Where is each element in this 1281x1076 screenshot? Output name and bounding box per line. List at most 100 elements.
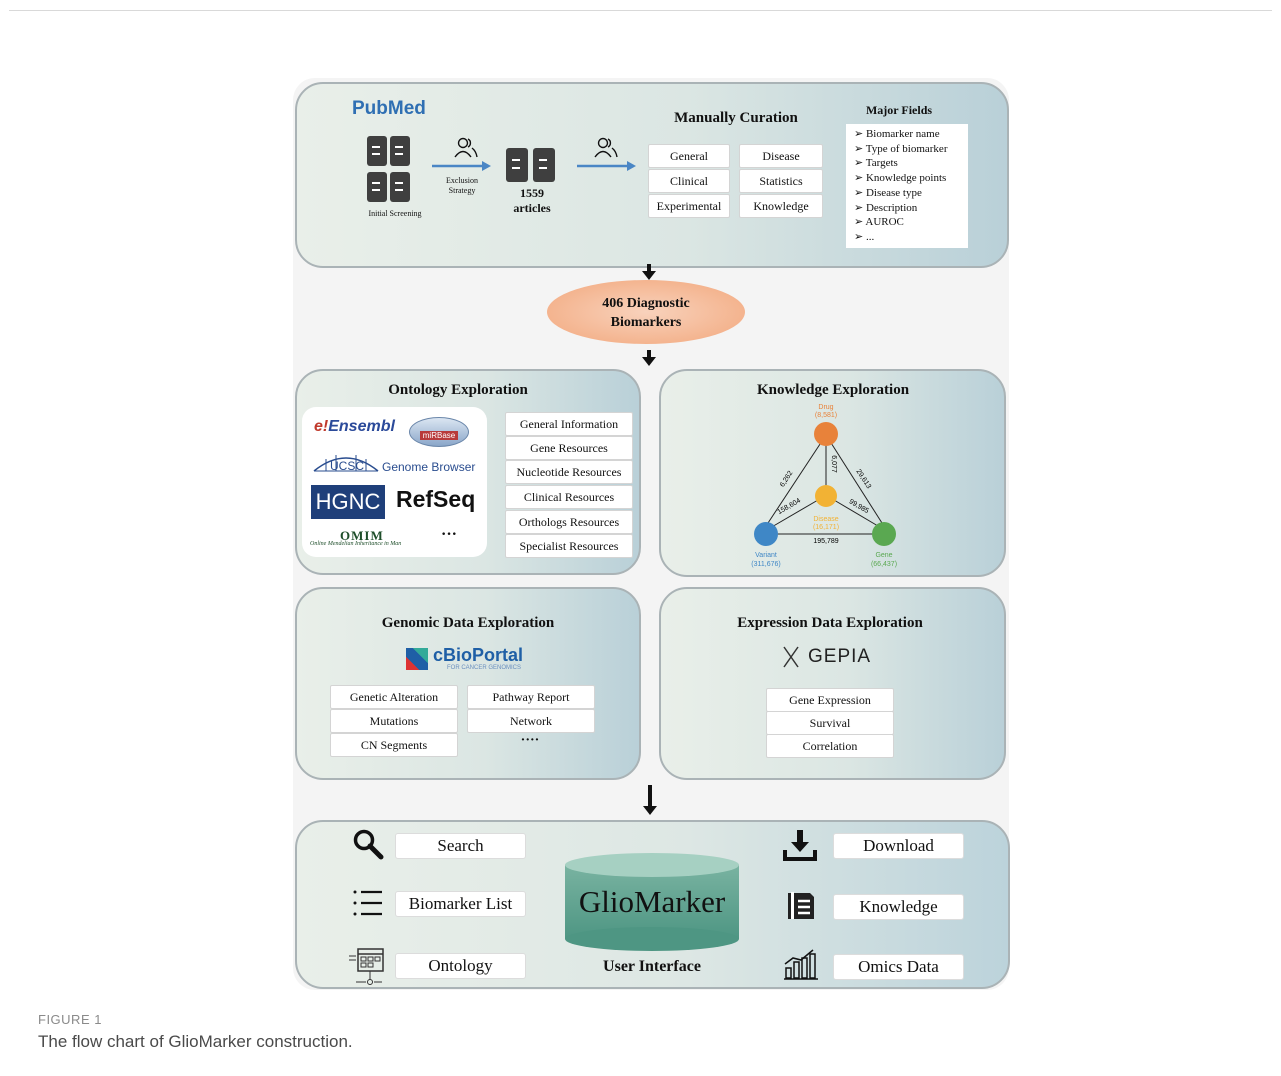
genetic-alteration: Genetic Alteration xyxy=(330,685,458,709)
drug-count: (8,581) xyxy=(815,412,837,419)
cbioportal-logo-mark xyxy=(406,648,428,670)
articles-count: 1559 xyxy=(520,186,544,200)
list-icon xyxy=(353,890,382,916)
variant-count: (311,676) xyxy=(751,561,780,568)
ontology-button[interactable]: Ontology xyxy=(395,953,526,979)
download-icon xyxy=(783,830,817,861)
gliomarker-title: GlioMarker xyxy=(578,884,726,919)
gene-label: Gene xyxy=(875,552,892,559)
mutations: Mutations xyxy=(330,709,458,733)
ensembl-logo: e!Ensembl xyxy=(314,418,395,435)
biomarkers-oval: 406 Diagnostic Biomarkers xyxy=(547,280,745,344)
edge-variant-disease: 158,604 xyxy=(777,497,803,516)
ontology-more: ··· xyxy=(441,526,458,543)
major-fields-title: Major Fields xyxy=(865,103,933,117)
refseq-logo: RefSeq xyxy=(396,486,476,512)
disease-label: Disease xyxy=(813,516,838,523)
major-field-item: ➢ Biomarker name xyxy=(854,128,940,140)
knowledge-graph: Drug (8,581) Disease (16,171) Variant (3… xyxy=(751,404,897,568)
biomarkers-line2: Biomarkers xyxy=(610,315,682,330)
major-field-item: ➢ ... xyxy=(854,230,875,243)
resource-orthologs: Orthologs Resources xyxy=(505,510,633,534)
curation-experimental: Experimental xyxy=(648,194,730,218)
gene-node xyxy=(872,522,896,546)
arrow-right-icon xyxy=(432,161,491,171)
search-icon xyxy=(353,829,384,860)
ucsc-bridge-icon xyxy=(313,455,379,472)
people-icon xyxy=(454,137,478,158)
resource-clinical: Clinical Resources xyxy=(505,485,633,509)
resource-nucleotide: Nucleotide Resources xyxy=(505,460,633,484)
expression-title: Expression Data Exploration xyxy=(737,615,923,631)
biomarkers-line1: 406 Diagnostic xyxy=(602,296,690,311)
resource-general-information: General Information xyxy=(505,412,633,436)
cn-segments: CN Segments xyxy=(330,733,458,757)
drug-node xyxy=(814,422,838,446)
gepia-logo: GEPIA xyxy=(808,646,872,667)
major-field-item: ➢ Type of biomarker xyxy=(854,142,948,155)
gliomarker-database-icon xyxy=(565,853,739,951)
edge-disease-gene: 99,985 xyxy=(848,498,870,515)
pathway-report: Pathway Report xyxy=(467,685,595,709)
gene-expression: Gene Expression xyxy=(766,688,894,712)
resource-specialist: Specialist Resources xyxy=(505,534,633,558)
arrow-down-icon xyxy=(642,264,656,280)
curation-statistics: Statistics xyxy=(739,169,823,193)
cbioportal-subtitle: FOR CANCER GENOMICS xyxy=(447,665,522,671)
curation-disease: Disease xyxy=(739,144,823,168)
major-field-item: ➢ Disease type xyxy=(854,186,922,199)
cbioportal-logo: cBioPortal xyxy=(433,645,524,665)
curation-knowledge: Knowledge xyxy=(739,194,823,218)
disease-count: (16,171) xyxy=(813,524,839,531)
arrow-down-icon xyxy=(642,350,656,366)
dna-icon xyxy=(783,646,799,668)
arrow-right-icon xyxy=(577,161,636,171)
edge-drug-gene: 29,613 xyxy=(854,468,872,490)
arrow-down-icon xyxy=(643,785,657,815)
biomarker-list-button[interactable]: Biomarker List xyxy=(395,891,526,917)
genomic-more: ···· xyxy=(520,733,540,748)
ontology-title: Ontology Exploration xyxy=(388,382,528,398)
disease-node xyxy=(815,485,837,507)
knowledge-button[interactable]: Knowledge xyxy=(833,894,964,920)
genomic-title: Genomic Data Exploration xyxy=(381,615,555,631)
edge-drug-disease: 6,077 xyxy=(830,455,837,473)
knowledge-title: Knowledge Exploration xyxy=(756,382,910,398)
book-icon xyxy=(788,892,814,919)
drug-label: Drug xyxy=(818,404,833,411)
omim-logo: OMIM xyxy=(340,528,384,543)
variant-node xyxy=(754,522,778,546)
pubmed-logo: PubMed xyxy=(352,98,426,119)
user-interface-label: User Interface xyxy=(603,958,701,975)
omics-data-button[interactable]: Omics Data xyxy=(833,954,964,980)
variant-label: Variant xyxy=(755,552,777,559)
download-button[interactable]: Download xyxy=(833,833,964,859)
curation-general: General xyxy=(648,144,730,168)
correlation: Correlation xyxy=(766,734,894,758)
resource-gene: Gene Resources xyxy=(505,436,633,460)
edge-variant-gene: 195,789 xyxy=(813,538,838,545)
major-field-item: ➢ Description xyxy=(854,201,918,214)
articles-label: articles xyxy=(513,201,551,215)
hgnc-logo: HGNC xyxy=(311,485,385,519)
network: Network xyxy=(467,709,595,733)
ucsc-logo-text: UCSC xyxy=(330,459,365,473)
major-field-item: ➢ Targets xyxy=(854,157,898,170)
mirbase-logo: miRBase xyxy=(409,417,469,447)
people-icon xyxy=(594,137,618,158)
search-button[interactable]: Search xyxy=(395,833,526,859)
gene-count: (66,437) xyxy=(871,561,897,568)
initial-screening-label: Initial Screening xyxy=(368,209,422,218)
knowledge-panel xyxy=(659,369,1006,577)
bar-chart-icon xyxy=(784,949,818,980)
major-field-item: ➢ AUROC xyxy=(854,216,904,229)
figure-caption: The flow chart of GlioMarker constructio… xyxy=(38,1032,353,1051)
exclusion-strategy-label: Exclusion Strategy xyxy=(446,176,478,195)
genome-browser-logo: Genome Browser xyxy=(382,460,476,474)
omim-subtitle: Online Mendelian Inheritance in Man xyxy=(310,541,402,547)
survival: Survival xyxy=(766,711,894,735)
curation-clinical: Clinical xyxy=(648,169,730,193)
top-divider xyxy=(9,10,1272,11)
curation-title: Manually Curation xyxy=(674,110,798,126)
major-field-item: ➢ Knowledge points xyxy=(854,172,947,185)
